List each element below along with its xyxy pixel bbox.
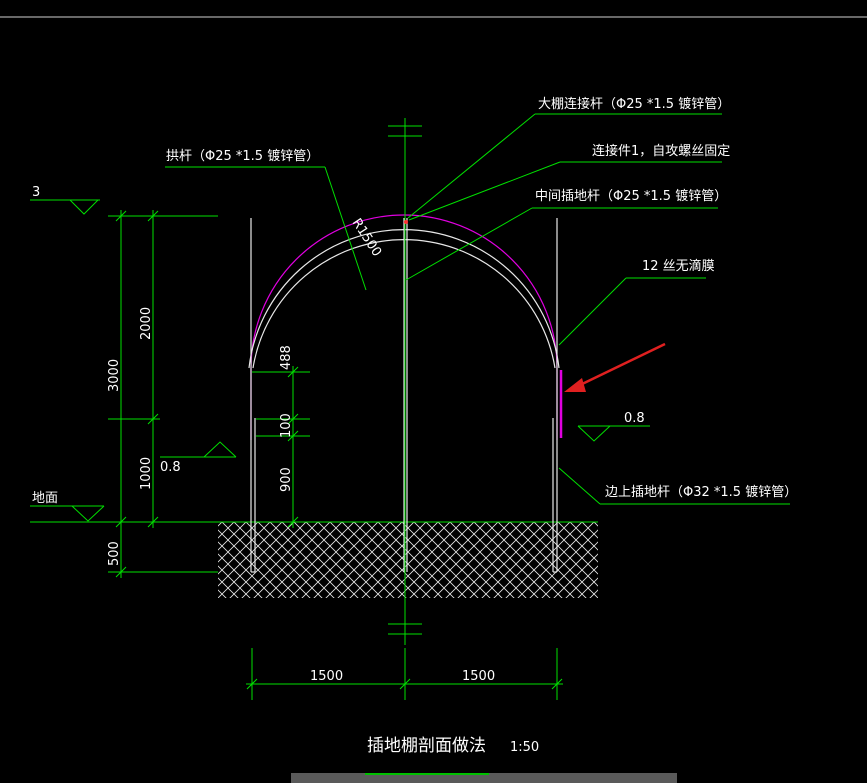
ground-level-symbol xyxy=(71,505,105,522)
label-arch-rod: 拱杆（Φ25 *1.5 镀锌管） xyxy=(166,148,319,164)
leader-middle-rod xyxy=(405,207,533,281)
leader-connecting-rod xyxy=(407,113,536,219)
dim-tick xyxy=(287,366,299,378)
label-side-rod: 边上插地杆（Φ32 *1.5 镀锌管） xyxy=(605,484,797,500)
annotation-arrow-head xyxy=(564,378,586,392)
leader-side-rod xyxy=(558,467,601,505)
dim-tick xyxy=(115,566,127,578)
dim-right-span: 1500 xyxy=(462,669,495,684)
label-connecting-rod: 大棚连接杆（Φ25 *1.5 镀锌管） xyxy=(538,96,730,112)
dim-tick xyxy=(246,678,258,690)
dim-tick xyxy=(147,210,159,222)
drawing-title: 插地棚剖面做法 xyxy=(367,736,486,756)
level-top-symbol xyxy=(69,199,99,215)
status-bar-indicator xyxy=(365,773,489,775)
dim-488: 488 xyxy=(279,345,294,370)
leader-film xyxy=(558,277,627,346)
dim-tick xyxy=(147,413,159,425)
dim-embed-depth: 500 xyxy=(107,541,122,566)
dim-tick xyxy=(287,516,299,528)
dim-tick xyxy=(399,678,411,690)
level-left-symbol xyxy=(203,441,237,458)
dim-tick xyxy=(147,516,159,528)
dim-900: 900 xyxy=(279,467,294,492)
dim-tick xyxy=(287,430,299,442)
drawing-scale: 1:50 xyxy=(510,740,539,755)
label-connector: 连接件1，自攻螺丝固定 xyxy=(592,143,730,159)
dim-tick xyxy=(115,210,127,222)
dim-100: 100 xyxy=(279,413,294,438)
film-arch xyxy=(250,214,558,440)
soil-hatch xyxy=(218,522,598,598)
dim-total-height: 3000 xyxy=(107,359,122,392)
dim-tick xyxy=(287,413,299,425)
dim-lower-height: 1000 xyxy=(139,457,154,490)
dim-left-span: 1500 xyxy=(310,669,343,684)
status-bar xyxy=(291,773,677,783)
dim-tick xyxy=(551,678,563,690)
level-right-text: 0.8 xyxy=(624,411,645,426)
dim-tick xyxy=(115,516,127,528)
level-right-symbol xyxy=(577,425,611,442)
label-middle-rod: 中间插地杆（Φ25 *1.5 镀锌管） xyxy=(535,188,727,204)
leader-connector xyxy=(408,161,561,221)
dim-upper-height: 2000 xyxy=(139,307,154,340)
level-top-text: 3 xyxy=(32,185,40,200)
label-film: 12 丝无滴膜 xyxy=(642,258,715,274)
leader-arch-rod xyxy=(324,166,367,291)
level-left-text: 0.8 xyxy=(160,460,181,475)
annotation-arrow-shaft xyxy=(577,342,666,388)
ground-label: 地面 xyxy=(32,491,58,506)
connector-point xyxy=(404,220,408,224)
